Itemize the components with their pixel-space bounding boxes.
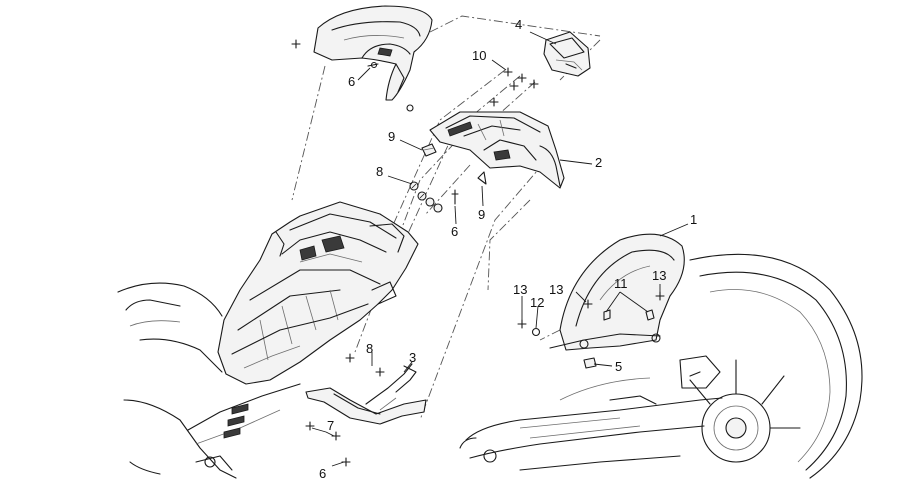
clip-part-5 xyxy=(583,357,597,369)
callout-5: 5 xyxy=(615,359,622,374)
callout-12: 12 xyxy=(530,295,544,310)
callout-11: 11 xyxy=(614,276,628,291)
callout-7: 7 xyxy=(327,418,334,433)
callout-6-middle: 6 xyxy=(451,224,458,239)
part-9-rubber-pad xyxy=(421,143,437,157)
swingarm xyxy=(459,377,723,471)
callout-9-lower: 9 xyxy=(478,207,485,222)
callout-2: 2 xyxy=(595,155,602,170)
screws-part-7 xyxy=(305,421,341,441)
callout-13-right: 13 xyxy=(652,268,666,283)
callout-3: 3 xyxy=(409,350,416,365)
callout-1: 1 xyxy=(690,212,697,227)
rear-wheel-assembly xyxy=(679,253,863,479)
callout-4: 4 xyxy=(515,17,522,32)
screw-6-middle xyxy=(451,189,459,205)
screws-part-8-lower xyxy=(345,353,385,377)
callout-6-bottom: 6 xyxy=(319,466,326,481)
screw-6-top xyxy=(367,61,379,69)
rear-subframe xyxy=(217,201,419,385)
callout-10: 10 xyxy=(472,48,486,63)
nuts-part-8-upper xyxy=(409,181,443,213)
callout-13-middle: 13 xyxy=(549,282,563,297)
screws-part-13 xyxy=(517,291,665,329)
screws-part-10 xyxy=(489,67,539,107)
part-9-clip xyxy=(477,171,487,185)
tail-cover-part xyxy=(313,5,433,112)
plate-holder-part-3 xyxy=(305,363,427,425)
callout-labels: 1 2 3 4 5 6 6 6 7 8 8 9 9 10 11 12 13 13… xyxy=(319,17,697,481)
callout-8-upper: 8 xyxy=(376,164,383,179)
bracket-part-4 xyxy=(543,31,591,77)
callout-6-top: 6 xyxy=(348,74,355,89)
callout-8-lower: 8 xyxy=(366,341,373,356)
washer-part-12 xyxy=(531,327,541,337)
rear-fender-part-1 xyxy=(549,233,685,351)
callout-13-left: 13 xyxy=(513,282,527,297)
callout-9-upper: 9 xyxy=(388,129,395,144)
screw-top-left xyxy=(291,39,301,49)
leader-lines xyxy=(311,31,689,467)
rear-mudguard-part-2 xyxy=(429,111,565,189)
left-side-fairing xyxy=(117,282,301,479)
